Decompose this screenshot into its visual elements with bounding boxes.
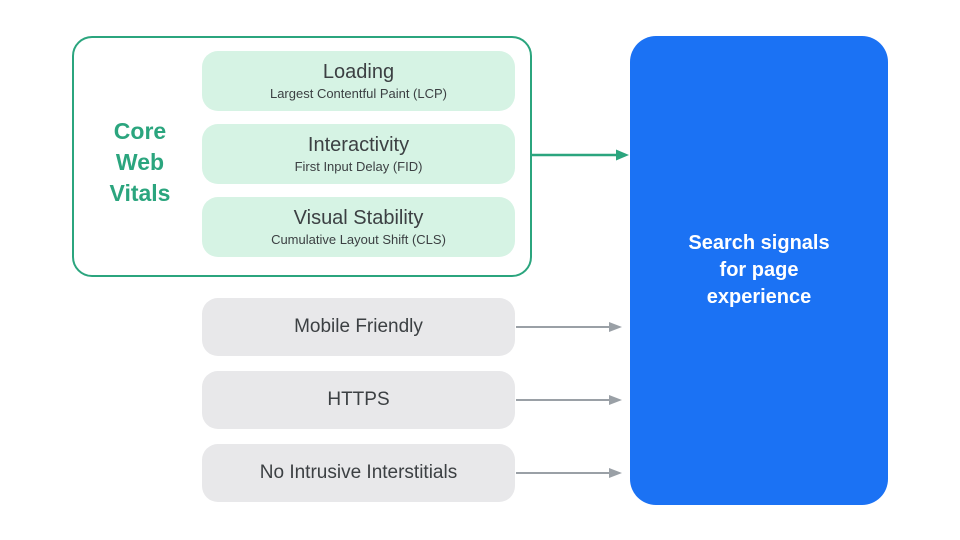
pill-visual-stability: Visual Stability Cumulative Layout Shift…	[202, 197, 515, 257]
search-signals-box: Search signals for page experience	[630, 36, 888, 505]
pill-loading-title: Loading	[322, 61, 395, 83]
pill-interactivity-title: Interactivity	[307, 134, 410, 156]
core-web-vitals-label-line: Core	[113, 118, 167, 144]
pill-loading: Loading Largest Contentful Paint (LCP)	[202, 51, 515, 111]
https-arrow-icon	[516, 395, 622, 405]
pill-https-label: HTTPS	[327, 389, 390, 410]
pill-no-intrusive-interstitials: No Intrusive Interstitials	[202, 444, 515, 502]
pill-no-intrusive-interstitials-label: No Intrusive Interstitials	[259, 462, 458, 483]
no-intrusive-interstitials-arrow-icon	[516, 468, 622, 478]
search-signals-label-line: experience	[706, 286, 812, 308]
pill-visual-stability-subtitle: Cumulative Layout Shift (CLS)	[271, 232, 446, 247]
core-web-vitals-label: Core Web Vitals	[88, 116, 192, 209]
pill-visual-stability-title: Visual Stability	[293, 207, 424, 229]
pill-interactivity-subtitle: First Input Delay (FID)	[294, 159, 423, 174]
pill-loading-subtitle: Largest Contentful Paint (LCP)	[269, 86, 448, 101]
search-signals-label: Search signals for page experience	[688, 230, 829, 311]
mobile-friendly-arrow-icon	[516, 322, 622, 332]
pill-mobile-friendly-label: Mobile Friendly	[294, 316, 423, 337]
pill-interactivity: Interactivity First Input Delay (FID)	[202, 124, 515, 184]
core-web-vitals-label-line: Vitals	[109, 180, 171, 206]
core-web-vitals-arrow-icon	[530, 149, 629, 161]
core-web-vitals-label-line: Web	[115, 149, 165, 175]
pill-https: HTTPS	[202, 371, 515, 429]
search-signals-label-line: for page	[719, 259, 799, 281]
search-signals-label-line: Search signals	[688, 232, 830, 254]
pill-mobile-friendly: Mobile Friendly	[202, 298, 515, 356]
